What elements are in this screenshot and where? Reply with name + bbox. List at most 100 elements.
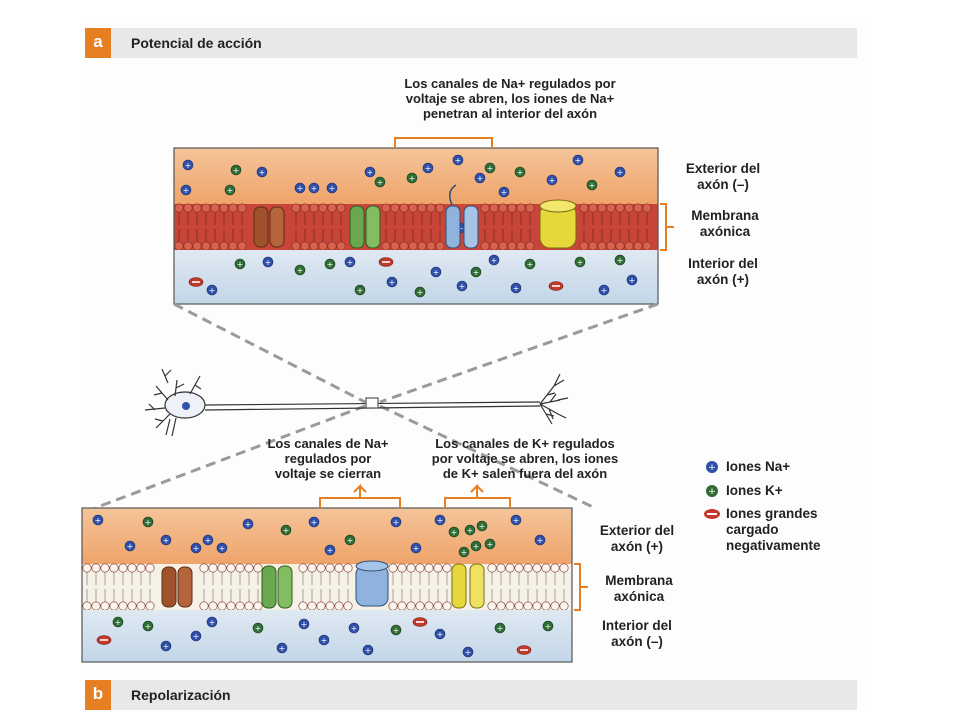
svg-text:+: +: [193, 632, 200, 641]
na-ion-legend-icon: +: [706, 461, 718, 473]
svg-text:+: +: [145, 622, 152, 631]
svg-text:+: +: [601, 286, 608, 295]
svg-text:+: +: [465, 648, 472, 657]
svg-text:+: +: [351, 624, 358, 633]
svg-text:+: +: [617, 168, 624, 177]
svg-text:+: +: [219, 544, 226, 553]
na-channel-closed-b: [355, 560, 389, 607]
svg-text:+: +: [145, 518, 152, 527]
svg-text:+: +: [473, 542, 480, 551]
svg-text:+: +: [473, 268, 480, 277]
panel-a-tag: a: [85, 28, 111, 58]
svg-text:+: +: [115, 618, 122, 627]
panel-b-header: b Repolarización: [85, 680, 857, 710]
svg-text:+: +: [491, 256, 498, 265]
svg-text:+: +: [163, 536, 170, 545]
svg-text:+: +: [283, 526, 290, 535]
label-exterior-a: Exterior del axón (–): [685, 161, 761, 192]
svg-text:+: +: [409, 174, 416, 183]
svg-text:+: +: [127, 542, 134, 551]
label-interior-a: Interior del axón (+): [688, 256, 758, 287]
svg-text:+: +: [575, 156, 582, 165]
legend-k: Iones K+: [726, 483, 783, 498]
svg-text:+: +: [549, 176, 556, 185]
svg-text:+: +: [347, 258, 354, 267]
na-k-pump-yellow: [539, 199, 577, 249]
legend-large-ions: Iones grandes cargado negativamente: [726, 506, 821, 553]
svg-text:+: +: [629, 276, 636, 285]
svg-text:+: +: [487, 540, 494, 549]
na-channel-open: [445, 184, 479, 249]
svg-text:+: +: [459, 282, 466, 291]
svg-text:+: +: [321, 636, 328, 645]
label-interior-b: Interior del axón (–): [602, 618, 672, 649]
svg-text:+: +: [311, 184, 318, 193]
svg-text:+: +: [205, 536, 212, 545]
panel-a-header: a Potencial de acción: [85, 28, 857, 58]
large-ion-legend-icon: [704, 509, 720, 519]
svg-text:+: +: [279, 644, 286, 653]
svg-text:+: +: [479, 522, 486, 531]
svg-text:+: +: [259, 168, 266, 177]
svg-text:+: +: [501, 188, 508, 197]
svg-text:+: +: [95, 516, 102, 525]
svg-text:+: +: [513, 516, 520, 525]
svg-text:+: +: [227, 186, 234, 195]
svg-text:+: +: [417, 288, 424, 297]
k-ion-legend-icon: +: [706, 485, 718, 497]
k-channel-brown: [253, 206, 285, 248]
svg-text:+: +: [437, 516, 444, 525]
svg-text:+: +: [433, 268, 440, 277]
extracellular-region-b: [82, 508, 572, 564]
k-channel-green: [349, 205, 381, 249]
callout-k-channels-open: Los canales de K+ regulados por voltaje …: [431, 436, 619, 481]
callout-na-channels-close: Los canales de Na+ regulados por voltaje…: [267, 436, 389, 481]
panel-a-title: Potencial de acción: [131, 35, 262, 51]
legend-na: Iones Na+: [726, 459, 791, 474]
svg-text:+: +: [255, 624, 262, 633]
svg-text:+: +: [461, 548, 468, 557]
svg-text:+: +: [327, 546, 334, 555]
svg-text:+: +: [357, 286, 364, 295]
svg-text:+: +: [311, 518, 318, 527]
svg-text:+: +: [367, 168, 374, 177]
label-membrane-b: Membrana axónica: [605, 573, 673, 604]
svg-text:+: +: [425, 164, 432, 173]
svg-text:+: +: [297, 266, 304, 275]
svg-text:+: +: [183, 186, 190, 195]
svg-text:+: +: [245, 520, 252, 529]
label-exterior-b: Exterior del axón (+): [599, 523, 675, 554]
svg-text:+: +: [327, 260, 334, 269]
svg-text:+: +: [577, 258, 584, 267]
k-channel-green-b: [261, 565, 293, 609]
svg-text:+: +: [163, 642, 170, 651]
panel-b-membrane-diagram: +++++++++++++++++++++++++++++++++++++++: [81, 483, 588, 663]
svg-text:+: +: [545, 622, 552, 631]
svg-text:+: +: [297, 184, 304, 193]
svg-text:+: +: [265, 258, 272, 267]
panel-a-membrane-diagram: ++++++++++++++++++++++++++++++++++++++++…: [173, 137, 674, 305]
svg-text:+: +: [497, 624, 504, 633]
svg-text:+: +: [347, 536, 354, 545]
svg-text:+: +: [365, 646, 372, 655]
svg-text:+: +: [209, 286, 216, 295]
svg-text:+: +: [185, 161, 192, 170]
k-channel-open-b: [451, 563, 485, 609]
svg-text:+: +: [329, 184, 336, 193]
panel-b-title: Repolarización: [131, 687, 231, 703]
svg-text:+: +: [477, 174, 484, 183]
svg-text:+: +: [589, 181, 596, 190]
svg-text:+: +: [393, 626, 400, 635]
svg-text:+: +: [537, 536, 544, 545]
svg-text:+: +: [237, 260, 244, 269]
svg-text:+: +: [517, 168, 524, 177]
svg-text:+: +: [389, 278, 396, 287]
svg-text:+: +: [451, 528, 458, 537]
svg-text:+: +: [527, 260, 534, 269]
neuron-illustration: [144, 368, 569, 437]
svg-text:+: +: [193, 544, 200, 553]
zoom-lines: [94, 302, 659, 510]
svg-text:+: +: [233, 166, 240, 175]
svg-text:+: +: [513, 284, 520, 293]
callout-na-channels-open: Los canales de Na+ regulados por voltaje…: [404, 76, 616, 121]
